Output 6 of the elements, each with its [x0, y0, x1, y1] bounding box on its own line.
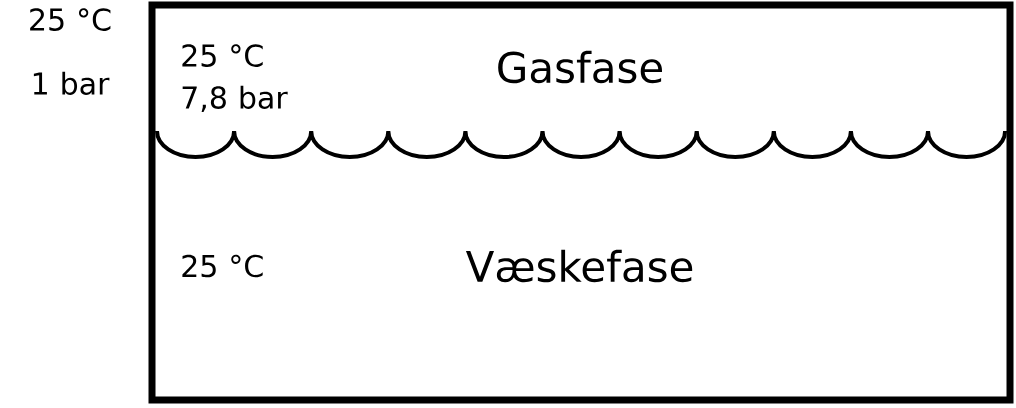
vessel	[148, 1, 1014, 404]
condition-text: 25 °C 1 bar	[30, 8, 111, 95]
condition-text: 25 °C 7,8 bar	[182, 44, 288, 112]
condition-text: 25 °C	[182, 254, 263, 278]
phase-label: Væskefase	[465, 249, 693, 283]
phase-label: Gasfase	[498, 50, 662, 84]
